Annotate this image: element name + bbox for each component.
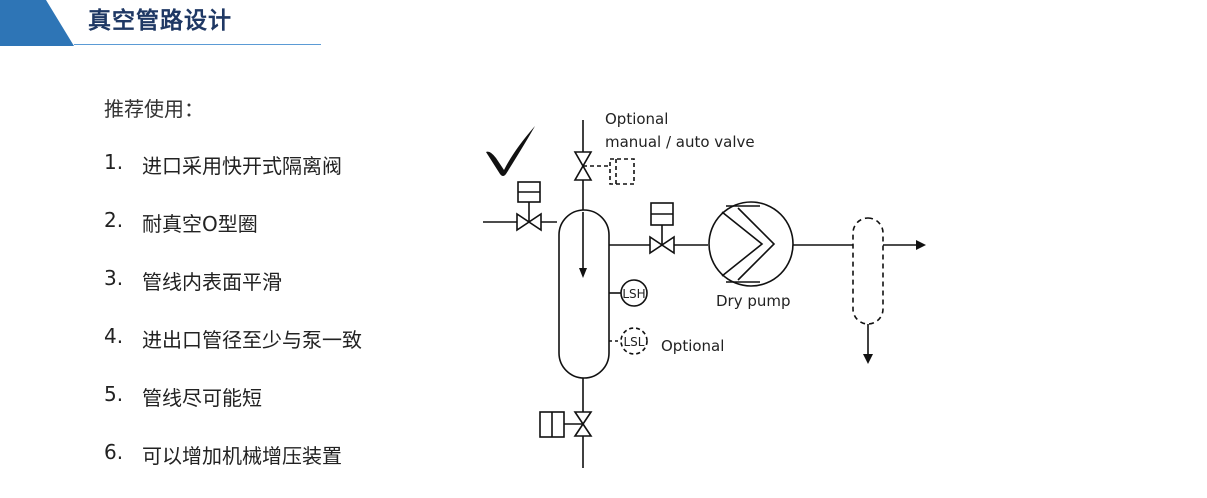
recommend-heading: 推荐使用： <box>104 97 204 121</box>
discharge-separator-vessel <box>852 217 884 325</box>
list-number: 6. <box>104 440 124 464</box>
list-number: 4. <box>104 324 124 348</box>
list-number: 3. <box>104 266 124 290</box>
separator-vessel <box>558 209 610 379</box>
list-text: 可以增加机械增压装置 <box>142 444 342 468</box>
dip-tube-arrow <box>579 212 587 278</box>
lsl-instrument: LSL <box>609 327 648 355</box>
list-text: 进出口管径至少与泵一致 <box>142 328 362 352</box>
list-item: 1. 进口采用快开式隔离阀 <box>104 150 362 208</box>
list-number: 2. <box>104 208 124 232</box>
optional-actuator-icon <box>583 158 635 185</box>
list-item: 5. 管线尽可能短 <box>104 382 362 440</box>
page-title: 真空管路设计 <box>88 8 232 34</box>
list-text: 管线尽可能短 <box>142 386 262 410</box>
optional-valve-label-2: manual / auto valve <box>605 133 755 151</box>
lsh-label: LSH <box>622 287 645 301</box>
list-item: 4. 进出口管径至少与泵一致 <box>104 324 362 382</box>
list-number: 1. <box>104 150 124 174</box>
list-text: 管线内表面平滑 <box>142 270 282 294</box>
header-corner-shape <box>0 0 74 46</box>
dry-pump-icon <box>708 201 794 287</box>
inlet-valve-icon <box>516 181 542 232</box>
list-item: 6. 可以增加机械增压装置 <box>104 440 362 498</box>
optional-valve-label-1: Optional <box>605 110 668 128</box>
lsl-label: LSL <box>624 335 645 349</box>
list-number: 5. <box>104 382 124 406</box>
title-underline <box>74 44 321 45</box>
list-item: 3. 管线内表面平滑 <box>104 266 362 324</box>
lsh-instrument: LSH <box>609 279 648 307</box>
list-text: 耐真空O型圈 <box>142 212 258 236</box>
checkmark-icon <box>486 126 535 176</box>
lsl-optional-label: Optional <box>661 337 724 355</box>
bottom-valve-icon <box>539 411 593 438</box>
list-item: 2. 耐真空O型圈 <box>104 208 362 266</box>
top-valve-icon <box>573 151 593 181</box>
vacuum-piping-diagram: Optional manual / auto valve LSH LSL Opt… <box>483 110 926 468</box>
exhaust-arrow <box>883 240 926 250</box>
dry-pump-label: Dry pump <box>716 292 791 310</box>
recommendation-list: 1. 进口采用快开式隔离阀 2. 耐真空O型圈 3. 管线内表面平滑 4. 进出口管径至… <box>104 150 362 498</box>
drain-arrow <box>863 324 873 364</box>
list-text: 进口采用快开式隔离阀 <box>142 154 342 178</box>
pump-inlet-valve-icon <box>649 202 675 255</box>
